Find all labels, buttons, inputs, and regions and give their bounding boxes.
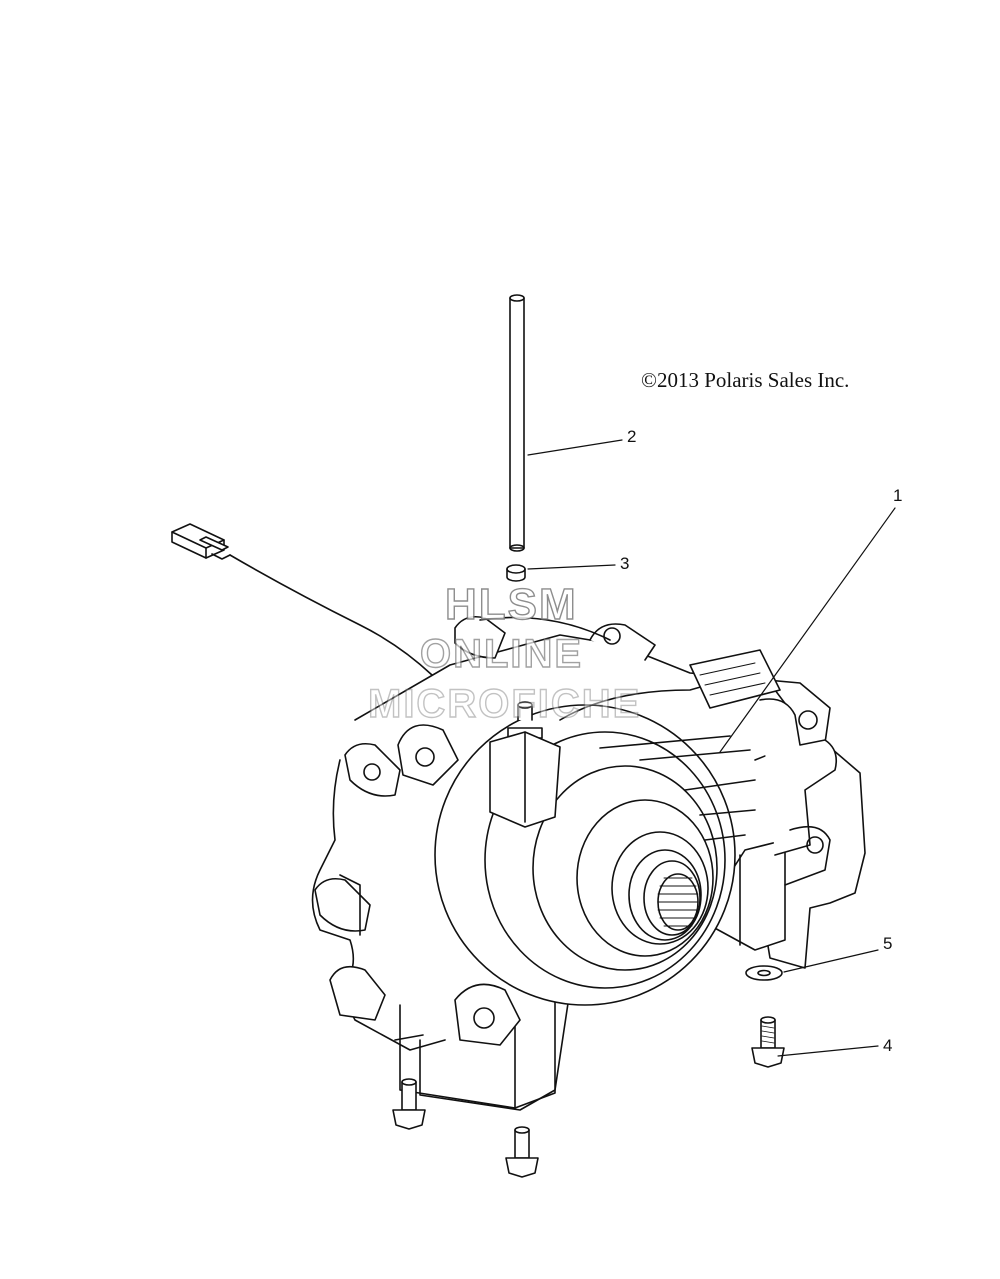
leader-line-3 [527, 564, 616, 570]
watermark-line-3: MICROFICHE [367, 681, 642, 726]
leader-line-5 [783, 949, 879, 973]
washer [745, 965, 783, 981]
leader-line-2 [527, 439, 623, 456]
watermark-line-1: HLSM [444, 579, 578, 629]
vent-tube [509, 294, 525, 552]
callout-1: 1 [893, 486, 903, 505]
sensor-connector [171, 523, 433, 676]
callout-2: 2 [627, 427, 637, 446]
callout-5: 5 [883, 934, 893, 953]
gearcase-housing [311, 615, 866, 1111]
leader-line-4 [777, 1045, 879, 1057]
watermark-line-2: ONLINE [419, 631, 584, 676]
bolt-bottom [505, 1126, 539, 1178]
copyright-notice: ©2013 Polaris Sales Inc. [641, 368, 850, 392]
leader-line-1 [719, 507, 896, 753]
callout-3: 3 [620, 554, 630, 573]
hose-clamp [506, 564, 526, 582]
callout-4: 4 [883, 1036, 893, 1055]
bolt-right [751, 1016, 785, 1068]
bolt-left [392, 1078, 426, 1130]
